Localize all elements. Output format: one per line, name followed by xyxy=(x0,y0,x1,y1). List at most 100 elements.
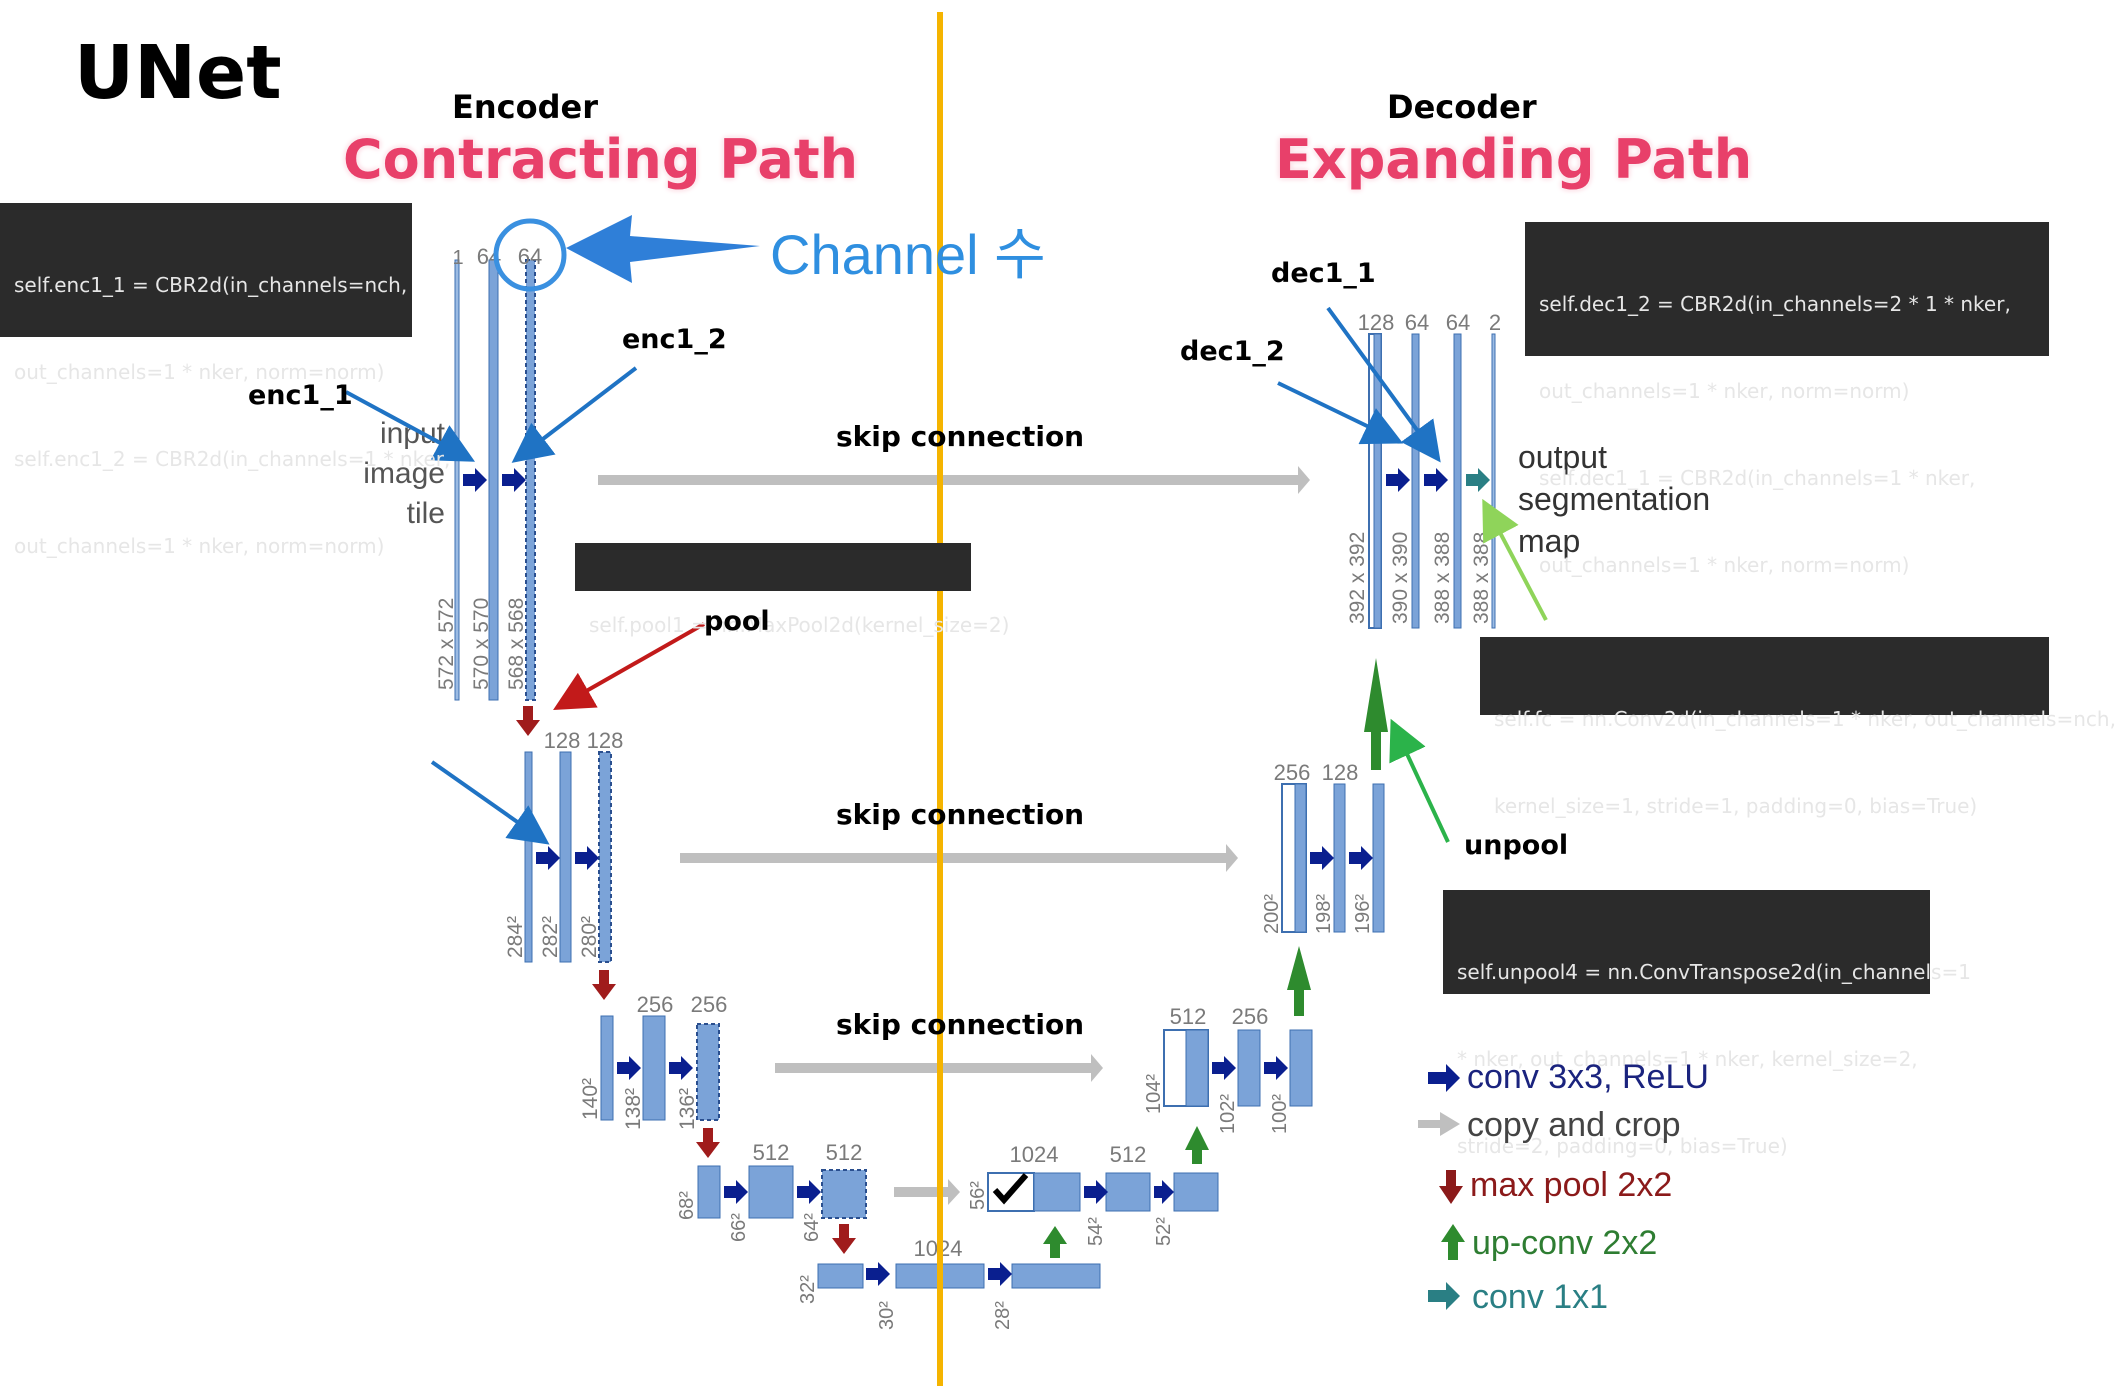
maxpool-arrow xyxy=(832,1224,856,1254)
encoder-label: Encoder xyxy=(452,88,598,126)
feature-map-block xyxy=(1033,1172,1081,1212)
unet-diagram: UNet Encoder Contracting Path Decoder Ex… xyxy=(0,12,2116,1386)
unpool-label: unpool xyxy=(1464,830,1569,861)
conv-legend-icon xyxy=(1428,1064,1460,1092)
maxpool-arrow xyxy=(696,1128,720,1158)
expanding-path-label: Expanding Path xyxy=(1275,128,1753,191)
channel-label: 64 xyxy=(1405,310,1429,335)
feature-map-block xyxy=(821,1169,867,1219)
channel-label: 128 xyxy=(587,728,624,753)
code-line: self.enc1_1 = CBR2d(in_channels=nch, xyxy=(14,273,408,297)
code-line: self.dec1_1 = CBR2d(in_channels=1 * nker… xyxy=(1539,466,1976,490)
decoder-level-4: 1024 512 56² 54² 52² xyxy=(967,1142,1219,1246)
check-mark-icon xyxy=(992,1173,1029,1205)
upconv-arrow xyxy=(1287,946,1311,1016)
code-line: self.unpool4 = nn.ConvTranspose2d(in_cha… xyxy=(1457,960,1971,984)
legend-maxpool: max pool 2x2 xyxy=(1470,1166,1673,1204)
feature-map-block xyxy=(1173,1172,1219,1212)
copy-crop-legend-icon xyxy=(1418,1112,1460,1136)
feature-map-block xyxy=(524,751,533,963)
enc2-pointer xyxy=(430,760,550,845)
size-label: 102² xyxy=(1217,1094,1239,1134)
upconv-arrow xyxy=(1364,658,1388,770)
conv-arrow xyxy=(1084,1180,1108,1204)
dec1_2-label: dec1_2 xyxy=(1180,336,1285,367)
legend-icons xyxy=(1418,1064,1465,1310)
dec1_1-pointer xyxy=(1326,306,1441,463)
unpool-code-block: self.unpool4 = nn.ConvTranspose2d(in_cha… xyxy=(1443,890,1971,1158)
upconv-arrow xyxy=(1185,1126,1209,1164)
legend-copy-crop: copy and crop xyxy=(1467,1106,1681,1144)
channel-label: 1 xyxy=(452,247,463,269)
skip-connection-label: skip connection xyxy=(836,1008,1085,1041)
output-label: segmentation xyxy=(1518,481,1710,517)
size-label: 32² xyxy=(797,1275,819,1304)
feature-map-block xyxy=(525,259,536,701)
maxpool-legend-icon xyxy=(1439,1170,1463,1204)
conv-arrow xyxy=(1349,846,1373,870)
size-label: 200² xyxy=(1261,894,1283,934)
conv-arrow xyxy=(502,468,526,492)
conv-arrow xyxy=(1386,468,1410,492)
conv1x1-legend-icon xyxy=(1428,1282,1460,1310)
decoder-level-3: 512 256 104² 102² 100² xyxy=(1143,1004,1313,1134)
feature-map-block xyxy=(1289,1029,1313,1107)
channel-label: 2 xyxy=(1489,310,1501,335)
conv-arrow xyxy=(1264,1056,1288,1080)
code-line: out_channels=1 * nker, norm=norm) xyxy=(1539,379,1910,403)
feature-map-block xyxy=(1185,1029,1209,1107)
size-label: 28² xyxy=(992,1301,1014,1330)
code-line: self.pool1 = nn.MaxPool2d(kernel_size=2) xyxy=(589,613,1010,637)
feature-map-block xyxy=(748,1165,794,1219)
channel-label: 64 xyxy=(518,244,542,269)
size-label: 198² xyxy=(1313,894,1335,934)
feature-map-block xyxy=(1491,333,1496,629)
size-label: 30² xyxy=(876,1301,898,1330)
page-title: UNet xyxy=(74,30,282,116)
feature-map-block xyxy=(598,751,612,963)
code-line: out_channels=1 * nker, norm=norm) xyxy=(14,534,385,558)
feature-map-block xyxy=(1237,1029,1261,1107)
size-label: 392 x 392 xyxy=(1346,532,1369,624)
feature-map-block xyxy=(1333,783,1346,933)
size-label: 54² xyxy=(1085,1217,1107,1246)
code-line: kernel_size=1, stride=1, padding=0, bias… xyxy=(1494,794,1978,818)
feature-map-block xyxy=(600,1015,614,1121)
feature-map-block xyxy=(559,751,572,963)
feature-map-block xyxy=(1294,783,1307,933)
decoder-label: Decoder xyxy=(1387,88,1537,126)
conv-arrow xyxy=(669,1056,693,1080)
channel-label: 512 xyxy=(1110,1142,1147,1167)
code-line: out_channels=1 * nker, norm=norm) xyxy=(1539,553,1910,577)
conv-arrow xyxy=(575,846,599,870)
feature-map-block xyxy=(488,259,499,701)
feature-map-block xyxy=(696,1023,720,1121)
size-label: 66² xyxy=(728,1213,750,1242)
output-label: map xyxy=(1518,523,1580,559)
size-label: 570 x 570 xyxy=(470,598,493,690)
input-label: tile xyxy=(407,497,445,530)
conv-arrow xyxy=(617,1056,641,1080)
size-label: 136² xyxy=(676,1088,699,1130)
size-label: 140² xyxy=(579,1078,602,1120)
size-label: 388 x 388 xyxy=(1470,532,1493,624)
enc1_2-label: enc1_2 xyxy=(622,324,727,355)
conv-arrow xyxy=(463,468,487,492)
feature-map-block xyxy=(697,1165,721,1219)
skip-connection-label: skip connection xyxy=(836,420,1085,453)
channel-highlight-circle xyxy=(493,218,567,292)
legend-upconv: up-conv 2x2 xyxy=(1472,1224,1658,1262)
enc1_1-label: enc1_1 xyxy=(248,380,353,411)
encoder-level-2: 128 128 284² 282² 280² xyxy=(504,728,624,963)
skip-connection-arrow xyxy=(680,844,1238,872)
channel-label: 256 xyxy=(637,992,674,1017)
fc-pointer xyxy=(1482,498,1548,621)
size-label: 572 x 572 xyxy=(435,598,458,690)
size-label: 568 x 568 xyxy=(505,598,528,690)
channel-note: Channel 수 xyxy=(770,223,1046,286)
code-line: * nker, out_channels=1 * nker, kernel_si… xyxy=(1457,1047,1918,1071)
maxpool-arrow xyxy=(592,970,616,1000)
conv-arrow xyxy=(988,1262,1012,1286)
encoder-level-4: 512 512 68² 66² 64² xyxy=(676,1140,867,1242)
channel-label: 128 xyxy=(1322,760,1359,785)
